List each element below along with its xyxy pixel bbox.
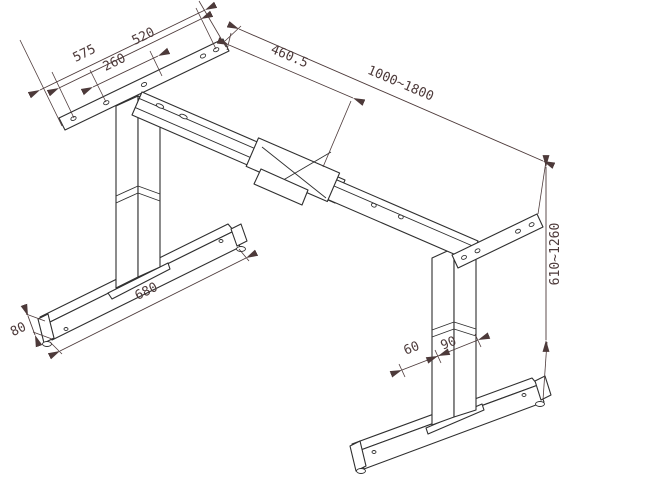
mounting-hole — [70, 116, 77, 121]
beam-hole — [370, 202, 377, 208]
column-stage-joint — [137, 192, 161, 202]
foot-screw-hole — [521, 393, 527, 397]
dimension-foot-height: 80 — [8, 303, 53, 348]
left-foot-end-cap — [230, 223, 248, 247]
column-stage-joint — [115, 185, 139, 197]
beam-slot — [179, 113, 188, 120]
column-stage-joint — [115, 192, 139, 204]
dimension-frame-height-range: 610~1260 — [542, 155, 563, 401]
beam-slot — [155, 103, 165, 109]
dimension-label-foot-height: 80 — [8, 320, 29, 340]
dimension-leg-column-width: 90 — [425, 332, 491, 364]
mounting-hole — [515, 228, 521, 234]
column-stage-joint — [431, 321, 455, 331]
dimension-label-top-plate-hole-span: 520 — [130, 25, 158, 49]
mounting-hole — [461, 254, 467, 260]
dimension-label-top-plate-length: 575 — [71, 42, 99, 66]
leveling-glide — [535, 401, 545, 407]
beam-hole — [397, 214, 404, 220]
foot-screw-hole — [371, 450, 377, 454]
dimension-label-top-plate-inner-span: 260 — [101, 51, 129, 75]
right-foot-end-cap — [349, 440, 367, 472]
leveling-glide — [236, 246, 246, 252]
foot-screw-hole — [218, 239, 224, 243]
right-foot-end-cap — [534, 375, 552, 401]
dimension-label-crossbeam-length-range: 1000~1800 — [365, 63, 436, 104]
mounting-hole — [528, 222, 535, 228]
foot-screw-hole — [63, 327, 69, 331]
control-box — [253, 168, 309, 206]
leveling-glide — [356, 468, 366, 474]
dimension-label-leg-column-width: 90 — [439, 334, 459, 354]
left-leg-column — [115, 95, 161, 289]
dimension-label-leg-column-depth: 60 — [402, 339, 422, 359]
mounting-hole — [474, 248, 481, 254]
column-stage-joint — [453, 321, 477, 330]
column-stage-joint — [137, 185, 161, 195]
beam-center-connector — [245, 137, 341, 206]
dimension-label-frame-height-range: 610~1260 — [548, 223, 563, 286]
